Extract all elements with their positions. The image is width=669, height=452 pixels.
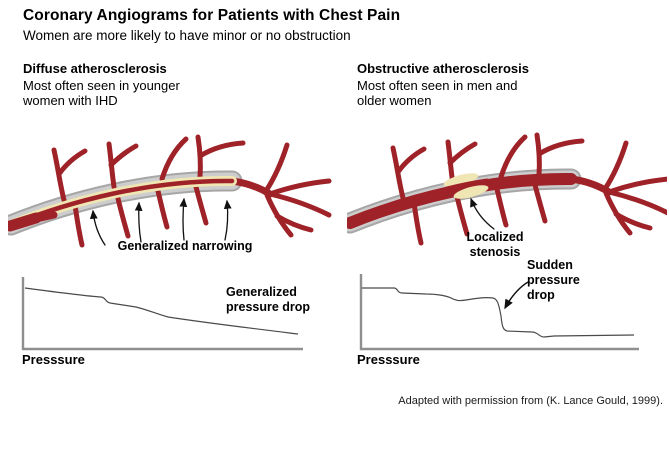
attribution-text: Adapted with permission from (K. Lance G… — [398, 395, 663, 407]
obstructive-pressure-graph — [359, 274, 639, 351]
diffuse-x-axis-label: Presssure — [22, 352, 85, 367]
pressure-curve — [24, 287, 299, 335]
stenosis-channel — [445, 178, 489, 190]
graph-axes — [21, 277, 303, 351]
diffuse-pressure-graph — [21, 277, 303, 351]
obstructive-description: Most often seen in men and older women — [357, 78, 518, 108]
diffuse-panel-header: Diffuse atherosclerosis Most often seen … — [23, 61, 203, 108]
graph-axes — [359, 274, 639, 351]
localized-stenosis-label: Localized stenosis — [466, 230, 524, 259]
diffuse-artery-illustration — [8, 134, 332, 248]
stenosis-plaque — [443, 173, 489, 199]
artery-branches — [51, 134, 332, 248]
generalized-narrowing-label: Generalized narrowing — [117, 239, 253, 253]
obstructive-x-axis-label: Presssure — [357, 352, 420, 367]
generalized-pressure-drop-label: Generalized pressure drop — [226, 285, 311, 314]
stenosis-arrow — [470, 197, 495, 230]
obstructive-artery-illustration — [347, 132, 667, 246]
pressure-curve — [362, 287, 635, 338]
obstructive-heading: Obstructive atherosclerosis — [357, 61, 529, 76]
obstructive-panel-header: Obstructive atherosclerosis Most often s… — [357, 61, 537, 108]
sudden-pressure-drop-label: Sudden pressure drop — [527, 258, 580, 302]
figure-subtitle: Women are more likely to have minor or n… — [23, 28, 351, 43]
artery-branches — [390, 132, 667, 246]
open-lumen — [347, 172, 577, 229]
diffuse-heading: Diffuse atherosclerosis — [23, 61, 167, 76]
sudden-drop-arrow — [504, 281, 529, 310]
narrowed-lumen — [8, 178, 235, 232]
diffuse-description: Most often seen in younger women with IH… — [23, 78, 180, 108]
narrowing-arrows — [89, 197, 232, 246]
figure-title: Coronary Angiograms for Patients with Ch… — [23, 7, 401, 24]
